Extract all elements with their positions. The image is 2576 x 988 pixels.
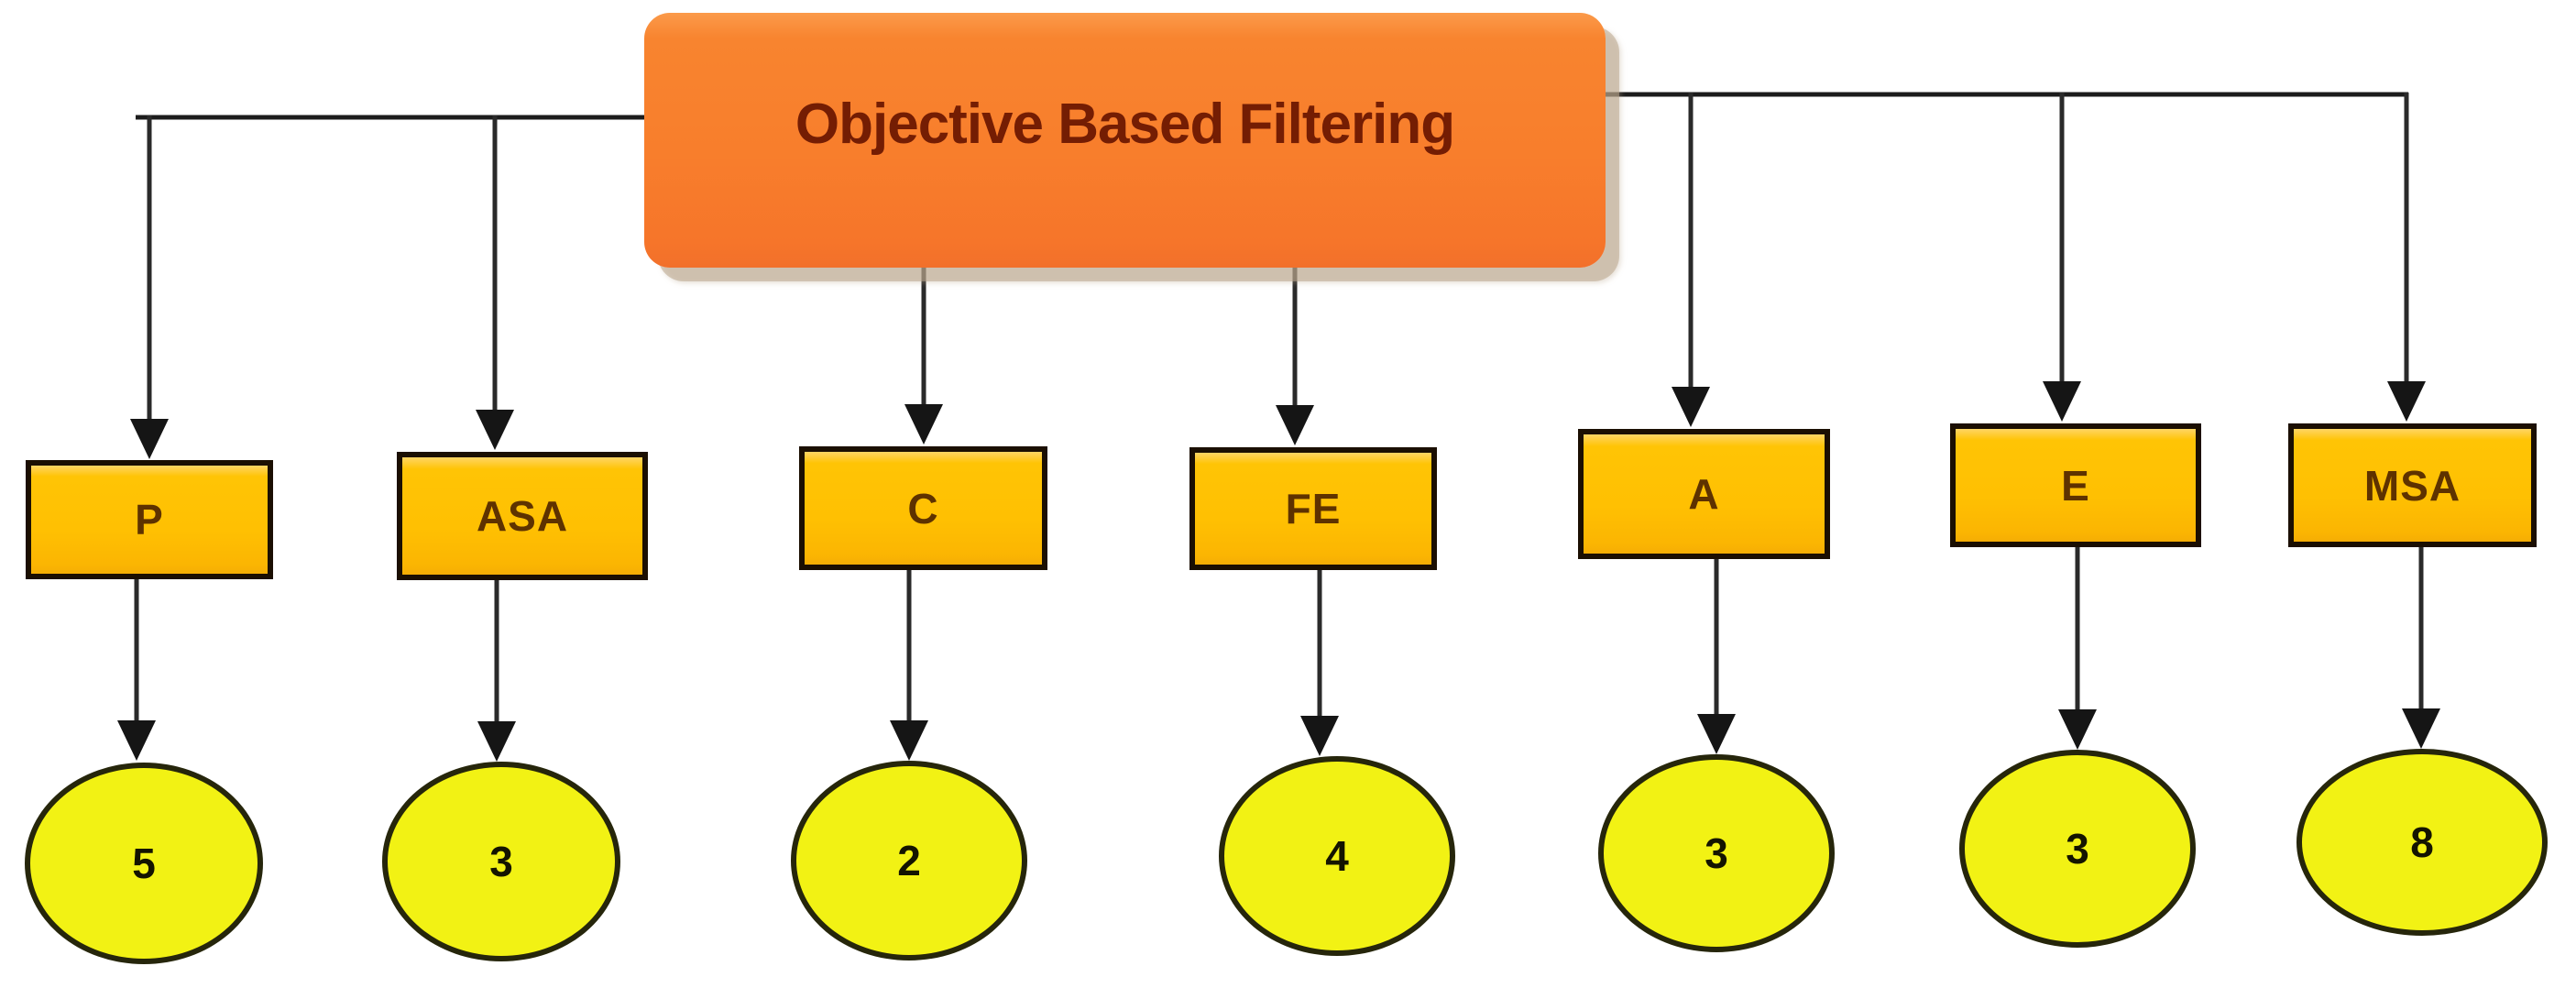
- root-node-objective-based-filtering: Objective Based Filtering: [644, 13, 1606, 268]
- connector-asa-to-count: [477, 578, 516, 762]
- connector-p-to-count: [117, 577, 156, 761]
- count-ellipse-msa: 8: [2296, 749, 2548, 936]
- count-ellipse-fe: 4: [1219, 756, 1455, 956]
- count-value: 3: [2066, 825, 2089, 873]
- arrow-down-icon: [1276, 405, 1314, 445]
- connector-a-to-count: [1697, 557, 1736, 754]
- category-box-label: P: [135, 496, 164, 543]
- category-box-c: C: [799, 446, 1047, 570]
- category-box-label: C: [907, 484, 939, 532]
- connector-root-to-asa: [476, 115, 514, 450]
- count-ellipse-c: 2: [791, 761, 1027, 961]
- count-ellipse-p: 5: [25, 763, 263, 964]
- category-box-label: E: [2061, 461, 2090, 510]
- category-box-asa: ASA: [397, 452, 648, 580]
- count-value: 3: [489, 838, 513, 885]
- count-ellipse-a: 3: [1598, 754, 1835, 952]
- count-value: 5: [132, 840, 156, 887]
- connector-msa-to-count: [2402, 545, 2440, 749]
- arrow-down-icon: [904, 404, 943, 445]
- category-box-fe: FE: [1189, 447, 1437, 570]
- count-value: 2: [897, 837, 921, 884]
- root-node-label: Objective Based Filtering: [795, 92, 1455, 156]
- connector-root-to-a: [1672, 93, 1710, 427]
- category-box-label: MSA: [2363, 461, 2461, 510]
- connector-fe-to-count: [1300, 568, 1339, 756]
- arrow-down-icon: [2058, 709, 2097, 750]
- connector-c-to-count: [890, 568, 928, 761]
- count-value: 4: [1325, 832, 1349, 880]
- connector-e-to-count: [2058, 545, 2097, 750]
- connector-root-to-p: [130, 115, 169, 459]
- arrow-down-icon: [2043, 381, 2081, 422]
- arrow-down-icon: [2387, 381, 2426, 422]
- category-box-label: ASA: [476, 492, 569, 540]
- category-box-a: A: [1578, 429, 1830, 559]
- count-ellipse-e: 3: [1959, 750, 2196, 948]
- count-value: 8: [2410, 818, 2434, 866]
- connector-root-to-c: [904, 266, 943, 445]
- arrow-down-icon: [477, 721, 516, 762]
- arrow-down-icon: [1300, 716, 1339, 756]
- category-box-msa: MSA: [2288, 423, 2537, 547]
- arrow-down-icon: [1672, 387, 1710, 427]
- connector-root-to-fe: [1276, 266, 1314, 445]
- count-ellipse-asa: 3: [382, 762, 620, 961]
- arrow-down-icon: [2402, 708, 2440, 749]
- category-box-e: E: [1950, 423, 2201, 547]
- arrow-down-icon: [476, 410, 514, 450]
- category-box-label: FE: [1285, 485, 1342, 532]
- arrow-down-icon: [890, 720, 928, 761]
- arrow-down-icon: [1697, 714, 1736, 754]
- connector-root-to-e: [2043, 93, 2081, 422]
- arrow-down-icon: [130, 419, 169, 459]
- connector-root-to-msa: [2387, 93, 2426, 422]
- category-box-p: P: [26, 460, 273, 579]
- arrow-down-icon: [117, 720, 156, 761]
- category-box-label: A: [1688, 470, 1720, 518]
- count-value: 3: [1705, 829, 1728, 877]
